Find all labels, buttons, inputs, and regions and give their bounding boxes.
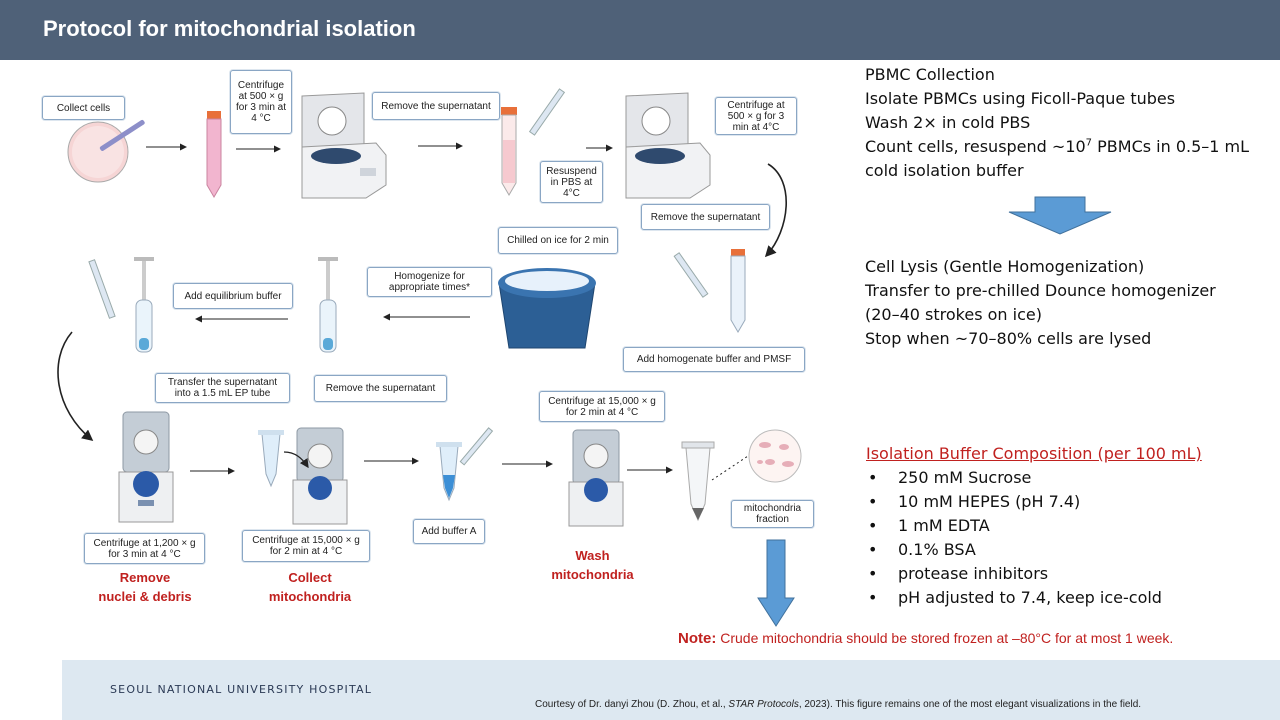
centrifuge-icon (625, 92, 711, 199)
tube-supernatant-icon (501, 107, 517, 196)
dounce-homogenizer-icon (318, 257, 338, 353)
section1-line: cold isolation buffer (865, 161, 1024, 180)
section-cell-lysis: Cell Lysis (Gentle Homogenization) Trans… (865, 255, 1216, 351)
count-exponent: 7 (1085, 137, 1093, 149)
microcentrifuge-icon (118, 411, 174, 523)
bullet-icon: • (868, 588, 878, 607)
note-label: Note: (678, 630, 717, 647)
centrifuge-icon (301, 92, 387, 199)
page-title: Protocol for mitochondrial isolation (43, 16, 416, 41)
microtube-icon (436, 442, 462, 502)
arrow (711, 455, 749, 481)
section1-line: Isolate PBMCs using Ficoll-Paque tubes (865, 89, 1176, 108)
step-mitochondria-fraction: mitochondria fraction (731, 500, 814, 528)
courtesy-journal: STAR Protocols (728, 699, 799, 710)
courtesy-suffix: , 2023). This figure remains one of the … (798, 699, 1142, 710)
label-remove-nuclei: Remove nuclei & debris (98, 570, 192, 604)
section1-count-line: Count cells, resuspend ~107 PBMCs in 0.5… (865, 135, 1249, 159)
list-item: • 1 mM EDTA (866, 514, 1162, 538)
step-add-buffer-a: Add buffer A (413, 519, 485, 544)
section1-line: PBMC Collection (865, 65, 995, 84)
step-remove-supernatant: Remove the supernatant (372, 92, 500, 120)
step-centrifuge-15000g: Centrifuge at 15,000 × g for 2 min at 4 … (242, 530, 370, 562)
step-add-homogenate-buffer: Add homogenate buffer and PMSF (623, 347, 805, 372)
mitochondria-dish-icon (748, 429, 802, 483)
header-bar (0, 0, 1280, 60)
step-centrifuge-500g: Centrifuge at 500 × g for 3 min at 4°C (715, 97, 797, 135)
step-resuspend-pbs: Resuspend in PBS at 4°C (540, 161, 603, 203)
petri-dish-icon (67, 119, 145, 183)
microcentrifuge-icon (568, 429, 624, 527)
step-chilled-on-ice: Chilled on ice for 2 min (498, 227, 618, 254)
arrow (764, 163, 788, 258)
count-suffix: PBMCs in 0.5–1 mL (1092, 137, 1250, 156)
ice-bucket-icon (498, 268, 596, 349)
step-remove-supernatant: Remove the supernatant (314, 375, 447, 402)
pipette-icon (88, 259, 116, 319)
list-item: • 0.1% BSA (866, 538, 1162, 562)
step-homogenize: Homogenize for appropriate times* (367, 267, 492, 297)
storage-note: Note: Crude mitochondria should be store… (678, 630, 1173, 647)
step-remove-supernatant: Remove the supernatant (641, 204, 770, 230)
label-wash-mitochondria: Wash mitochondria (551, 548, 634, 582)
buffer-item-text: 1 mM EDTA (898, 516, 990, 535)
buffer-item-text: 10 mM HEPES (pH 7.4) (898, 492, 1081, 511)
buffer-item-text: protease inhibitors (898, 564, 1049, 583)
courtesy-prefix: Courtesy of Dr. danyi Zhou (D. Zhou, et … (535, 699, 729, 710)
buffer-composition-heading: Isolation Buffer Composition (per 100 mL… (866, 444, 1202, 463)
microtube-icon (681, 441, 715, 522)
label-collect-mitochondria: Collect mitochondria (268, 570, 352, 604)
bullet-icon: • (868, 468, 878, 487)
count-prefix: Count cells, resuspend ~10 (865, 137, 1086, 156)
buffer-item-text: 250 mM Sucrose (898, 468, 1032, 487)
section1-line: Wash 2× in cold PBS (865, 113, 1031, 132)
step-centrifuge-15000g: Centrifuge at 15,000 × g for 2 min at 4 … (539, 391, 665, 422)
section2-line: Cell Lysis (Gentle Homogenization) (865, 257, 1145, 276)
step-transfer-supernatant: Transfer the supernatant into a 1.5 mL E… (155, 373, 290, 403)
list-item: • 250 mM Sucrose (866, 466, 1162, 490)
step-centrifuge-1200g: Centrifuge at 1,200 × g for 3 min at 4 °… (84, 533, 205, 564)
falcon-tube-icon (730, 249, 746, 333)
microcentrifuge-icon (292, 427, 348, 525)
bullet-icon: • (868, 540, 878, 559)
dounce-homogenizer-icon (134, 257, 154, 353)
footer-band (62, 660, 1280, 720)
step-collect-cells: Collect cells (42, 96, 125, 120)
list-item: • protease inhibitors (866, 562, 1162, 586)
section2-line: Transfer to pre-chilled Dounce homogeniz… (865, 281, 1216, 300)
buffer-item-text: pH adjusted to 7.4, keep ice-cold (898, 588, 1162, 607)
pipette-icon (528, 88, 566, 136)
section-pbmc-collection: PBMC Collection Isolate PBMCs using Fico… (865, 63, 1249, 183)
list-item: • pH adjusted to 7.4, keep ice-cold (866, 586, 1162, 610)
buffer-composition-list: • 250 mM Sucrose • 10 mM HEPES (pH 7.4) • 1… (866, 466, 1162, 610)
bullet-icon: • (868, 516, 878, 535)
diagram-artwork (57, 88, 802, 627)
down-arrow-icon (1008, 196, 1112, 235)
buffer-item-text: 0.1% BSA (898, 540, 976, 559)
institution-name: SEOUL NATIONAL UNIVERSITY HOSPITAL (110, 683, 373, 696)
microtube-icon (258, 430, 284, 488)
bullet-icon: • (868, 564, 878, 583)
pipette-icon (673, 252, 709, 298)
pipette-icon (459, 427, 494, 466)
section2-line: Stop when ~70–80% cells are lysed (865, 329, 1152, 348)
step-add-equilibrium-buffer: Add equilibrium buffer (173, 283, 293, 309)
note-text: Crude mitochondria should be stored froz… (716, 630, 1174, 646)
falcon-tube-icon (206, 111, 222, 198)
down-arrow-icon (757, 539, 795, 627)
bullet-icon: • (868, 492, 878, 511)
protocol-diagram (0, 60, 850, 660)
list-item: • 10 mM HEPES (pH 7.4) (866, 490, 1162, 514)
step-centrifuge-500g: Centrifuge at 500 × g for 3 min at 4 °C (230, 70, 292, 134)
arrow (283, 451, 309, 469)
arrow (57, 331, 94, 442)
section2-line: (20–40 strokes on ice) (865, 305, 1042, 324)
courtesy-citation: Courtesy of Dr. danyi Zhou (D. Zhou, et … (535, 699, 1141, 710)
